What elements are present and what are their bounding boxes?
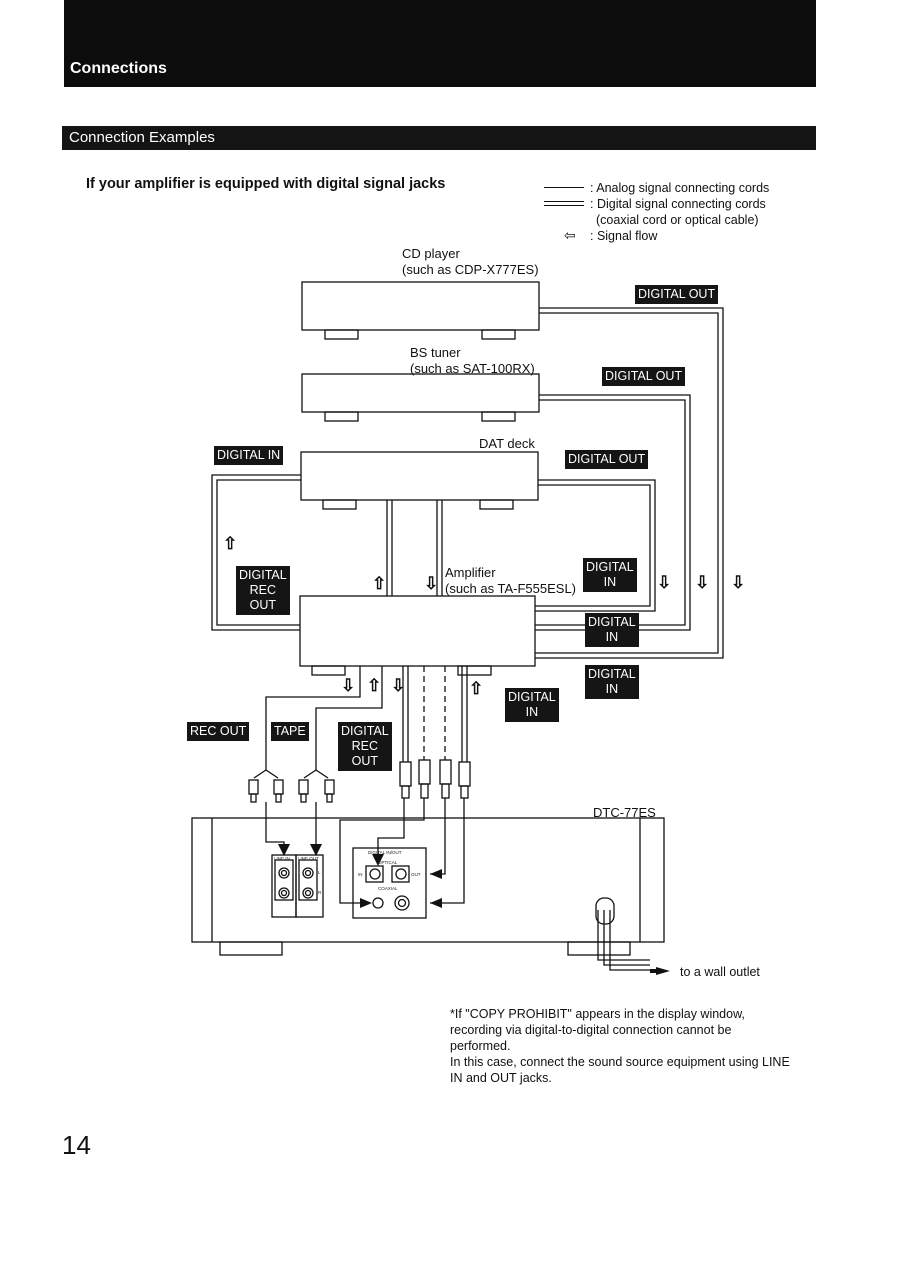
flow-up-arrow-icon: ⇧ [372, 574, 387, 593]
flow-up-arrow-icon: ⇧ [223, 534, 238, 553]
panel-l: L [318, 870, 321, 875]
cd-player-name: CD player [402, 246, 460, 261]
note-line-2: In this case, connect the sound source e… [450, 1055, 790, 1085]
tape-label: TAPE [271, 722, 309, 741]
section-title: Connection Examples [69, 129, 215, 146]
dat-deck-body [300, 451, 539, 501]
bs-tuner-name: BS tuner [410, 345, 461, 360]
page-title: Connections [70, 60, 167, 77]
rec-out-label: REC OUT [187, 722, 250, 741]
cd-player-model: (such as CDP-X777ES) [402, 262, 539, 277]
amplifier-body [299, 595, 536, 667]
wall-outlet-text: to a wall outlet [680, 965, 760, 979]
flow-down-arrow-icon: ⇩ [731, 573, 746, 592]
panel-optical: OPTICAL [378, 860, 398, 865]
signal-flow-arrow-icon: ⇦ [564, 227, 576, 243]
dat-digital-out-label: DIGITAL OUT [565, 450, 649, 469]
bs-tuner-body [301, 373, 540, 413]
page-number: 14 [62, 1130, 91, 1160]
flow-down-arrow-icon: ⇩ [657, 573, 672, 592]
flow-up-arrow-icon: ⇧ [367, 676, 382, 695]
note-line-1: *If "COPY PROHIBIT" appears in the displ… [450, 1007, 745, 1053]
flow-down-arrow-icon: ⇩ [391, 676, 406, 695]
panel-line-in: LINE IN [274, 856, 290, 861]
analog-line-icon [544, 187, 584, 188]
panel-coaxial: COAXIAL [378, 886, 398, 891]
flow-up-arrow-icon: ⇧ [469, 679, 484, 698]
panel-line-out: LINE OUT [298, 856, 319, 861]
amplifier-model: (such as TA-F555ESL) [445, 581, 577, 596]
flow-down-arrow-icon: ⇩ [695, 573, 710, 592]
recorder-name: DTC-77ES [593, 805, 656, 820]
panel-in: IN [358, 872, 363, 877]
header-bar [64, 0, 816, 87]
cd-digital-out-label: DIGITAL OUT [635, 285, 719, 304]
panel-digital-in-out: DIGITAL IN/OUT [368, 850, 402, 855]
bs-digital-out-label: DIGITAL OUT [602, 367, 686, 386]
section-bar [62, 126, 816, 150]
copy-prohibit-note: *If "COPY PROHIBIT" appears in the displ… [450, 1006, 795, 1086]
bs-tuner-model: (such as SAT-100RX) [410, 361, 535, 376]
flow-down-arrow-icon: ⇩ [341, 676, 356, 695]
dat-deck-name: DAT deck [479, 436, 535, 451]
panel-out: OUT [411, 872, 421, 877]
amplifier-name: Amplifier [445, 565, 496, 580]
subtitle: If your amplifier is equipped with digit… [86, 176, 446, 192]
flow-down-arrow-icon: ⇩ [424, 574, 439, 593]
cd-player-body [301, 281, 540, 331]
dtc77es-body [191, 817, 665, 943]
dat-digital-in-label: DIGITAL IN [214, 446, 284, 465]
panel-r: R [318, 890, 322, 895]
digital-line-icon [544, 201, 584, 202]
